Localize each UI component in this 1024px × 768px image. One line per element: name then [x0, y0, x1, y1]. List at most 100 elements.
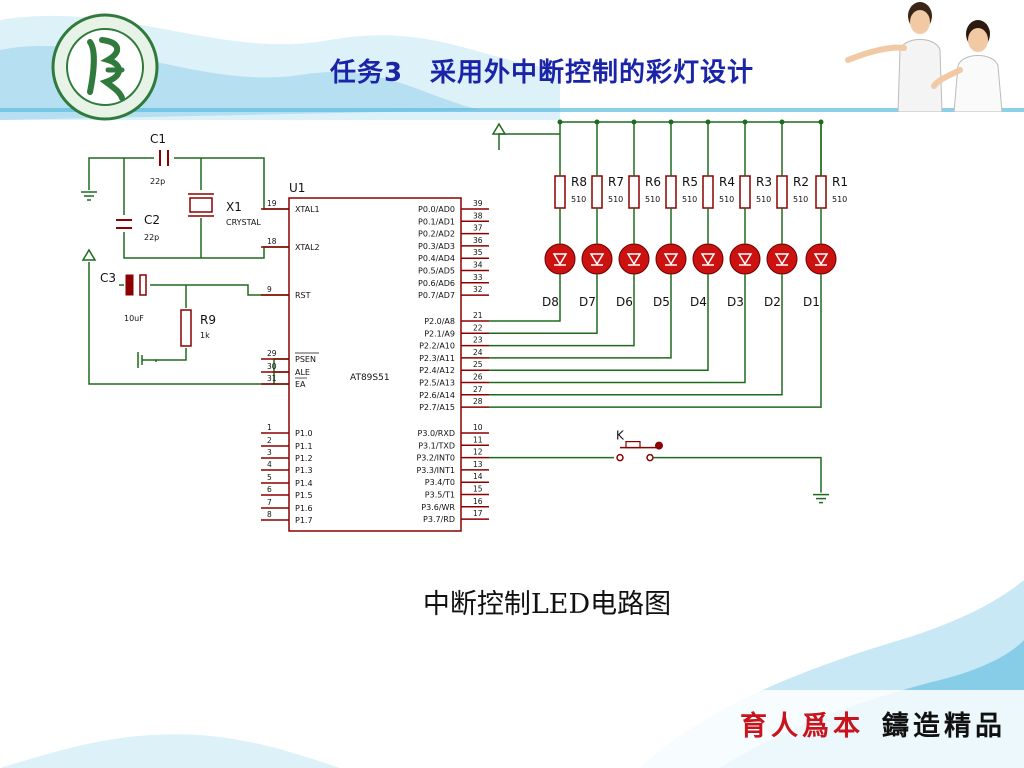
chip-pin-number: 12 [473, 448, 483, 457]
chip-pin-name: P2.6/A14 [419, 391, 455, 400]
c2-value: 22p [144, 233, 159, 242]
c1-ref: C1 [150, 132, 166, 146]
led-indicator [692, 243, 724, 275]
chip-pin-name: P3.6/WR [421, 503, 455, 512]
chip-pin-name: P1.0 [295, 429, 313, 438]
chip-pin-name: P3.0/RXD [418, 429, 455, 438]
led-diode-icon [589, 253, 605, 266]
chip-pin-number: 33 [473, 273, 483, 282]
led-diode-icon [626, 253, 642, 266]
led-diode-icon [774, 253, 790, 266]
chip-pin-name: P0.2/AD2 [418, 230, 455, 239]
chip-pin-number: 39 [473, 199, 483, 208]
led-label: D1 [803, 295, 820, 309]
chip-pin-name: EA [295, 380, 306, 389]
led-label: D2 [764, 295, 781, 309]
chip-pin-name: P0.1/AD1 [418, 217, 455, 226]
chip-pin-number: 23 [473, 336, 483, 345]
chip-pin-name: P1.1 [295, 442, 313, 451]
led-resistor-body [591, 175, 603, 209]
chip-pin-number: 9 [267, 285, 272, 294]
x1-ref: X1 [226, 200, 242, 214]
led-resistor-ref: R4 [719, 175, 735, 189]
chip-pin-number: 27 [473, 385, 483, 394]
led-diode-icon [813, 253, 829, 266]
chip-pin-number: 17 [473, 509, 483, 518]
chip-pin-name: XTAL1 [295, 205, 320, 214]
led-label: D4 [690, 295, 707, 309]
wire [489, 274, 561, 322]
led-resistor-body [739, 175, 751, 209]
led-label: D6 [616, 295, 633, 309]
wire [653, 456, 822, 493]
chip-pin-name: P3.7/RD [423, 515, 455, 524]
chip-pin-name: P3.3/INT1 [416, 466, 455, 475]
chip-pin-number: 4 [267, 460, 272, 469]
chip-pin-name: P2.5/A13 [419, 379, 455, 388]
slogan-black: 鑄造精品 [882, 711, 1006, 742]
chip-pin-name: P2.3/A11 [419, 354, 455, 363]
led-resistor-value: 510 [832, 195, 847, 204]
led-resistor-ref: R1 [832, 175, 848, 189]
c3-ref: C3 [100, 271, 116, 285]
wire [489, 274, 746, 384]
chip-pin-number: 34 [473, 261, 483, 270]
wire [489, 274, 635, 347]
chip-pin-number: 5 [267, 473, 272, 482]
chip-pin-number: 26 [473, 373, 483, 382]
chip-pin-name: P0.0/AD0 [418, 205, 455, 214]
circuit-schematic: U1AT89S5119XTAL118XTAL29RST29PSEN30ALE31… [81, 119, 848, 532]
chip-ref: U1 [289, 181, 305, 195]
chip-pin-number: 7 [267, 498, 272, 507]
wire [489, 274, 822, 408]
chip-pin-number: 28 [473, 397, 483, 406]
chip-pin-number: 10 [473, 423, 483, 432]
chip-pin-number: 18 [267, 237, 277, 246]
led-resistor-ref: R8 [571, 175, 587, 189]
r9-body [180, 309, 192, 347]
led-diode-icon [700, 253, 716, 266]
x1-body [189, 197, 213, 213]
led-indicator [729, 243, 761, 275]
chip-pin-number: 25 [473, 360, 483, 369]
chip-pin-number: 19 [267, 199, 277, 208]
chip-pin-name: P3.5/T1 [425, 491, 455, 500]
switch-ref: K [616, 429, 625, 443]
chip-body [288, 197, 462, 532]
vcc-symbol [81, 248, 97, 261]
chip-pin-name: P0.6/AD6 [418, 279, 455, 288]
figure-caption: 中断控制LED电路图 [422, 589, 672, 620]
led-resistor-ref: R6 [645, 175, 661, 189]
r9-ref: R9 [200, 313, 216, 327]
chip-pin-number: 38 [473, 211, 483, 220]
chip-pin-name: P0.7/AD7 [418, 291, 455, 300]
switch-contact [646, 453, 654, 462]
chip-pin-name: ALE [295, 368, 310, 377]
chip-pin-number: 2 [267, 436, 272, 445]
chip-pin-name: P1.6 [295, 504, 313, 513]
college-logo [51, 13, 159, 121]
chip-pin-number: 35 [473, 248, 483, 257]
led-resistor-body [815, 175, 827, 209]
x1-value: CRYSTAL [226, 218, 261, 227]
chip-pin-number: 32 [473, 285, 483, 294]
chip-pin-number: 16 [473, 497, 483, 506]
chip-pin-number: 30 [267, 362, 277, 371]
port-wiring [489, 119, 824, 493]
led-resistor-value: 510 [719, 195, 734, 204]
chip-pin-number: 8 [267, 510, 272, 519]
switch-contact [616, 453, 624, 462]
chip-pin-name: P2.2/A10 [419, 342, 455, 351]
led-resistor-body [776, 175, 788, 209]
led-indicator [581, 243, 613, 275]
chip-pin-number: 31 [267, 374, 277, 383]
c2-ref: C2 [144, 213, 160, 227]
led-indicator [805, 243, 837, 275]
led-diode-icon [737, 253, 753, 266]
chip-pin-number: 29 [267, 349, 277, 358]
wire [489, 274, 709, 371]
chip-pin-name: P1.2 [295, 454, 313, 463]
chip-pin-name: P1.3 [295, 466, 313, 475]
chip-pin-number: 37 [473, 224, 483, 233]
